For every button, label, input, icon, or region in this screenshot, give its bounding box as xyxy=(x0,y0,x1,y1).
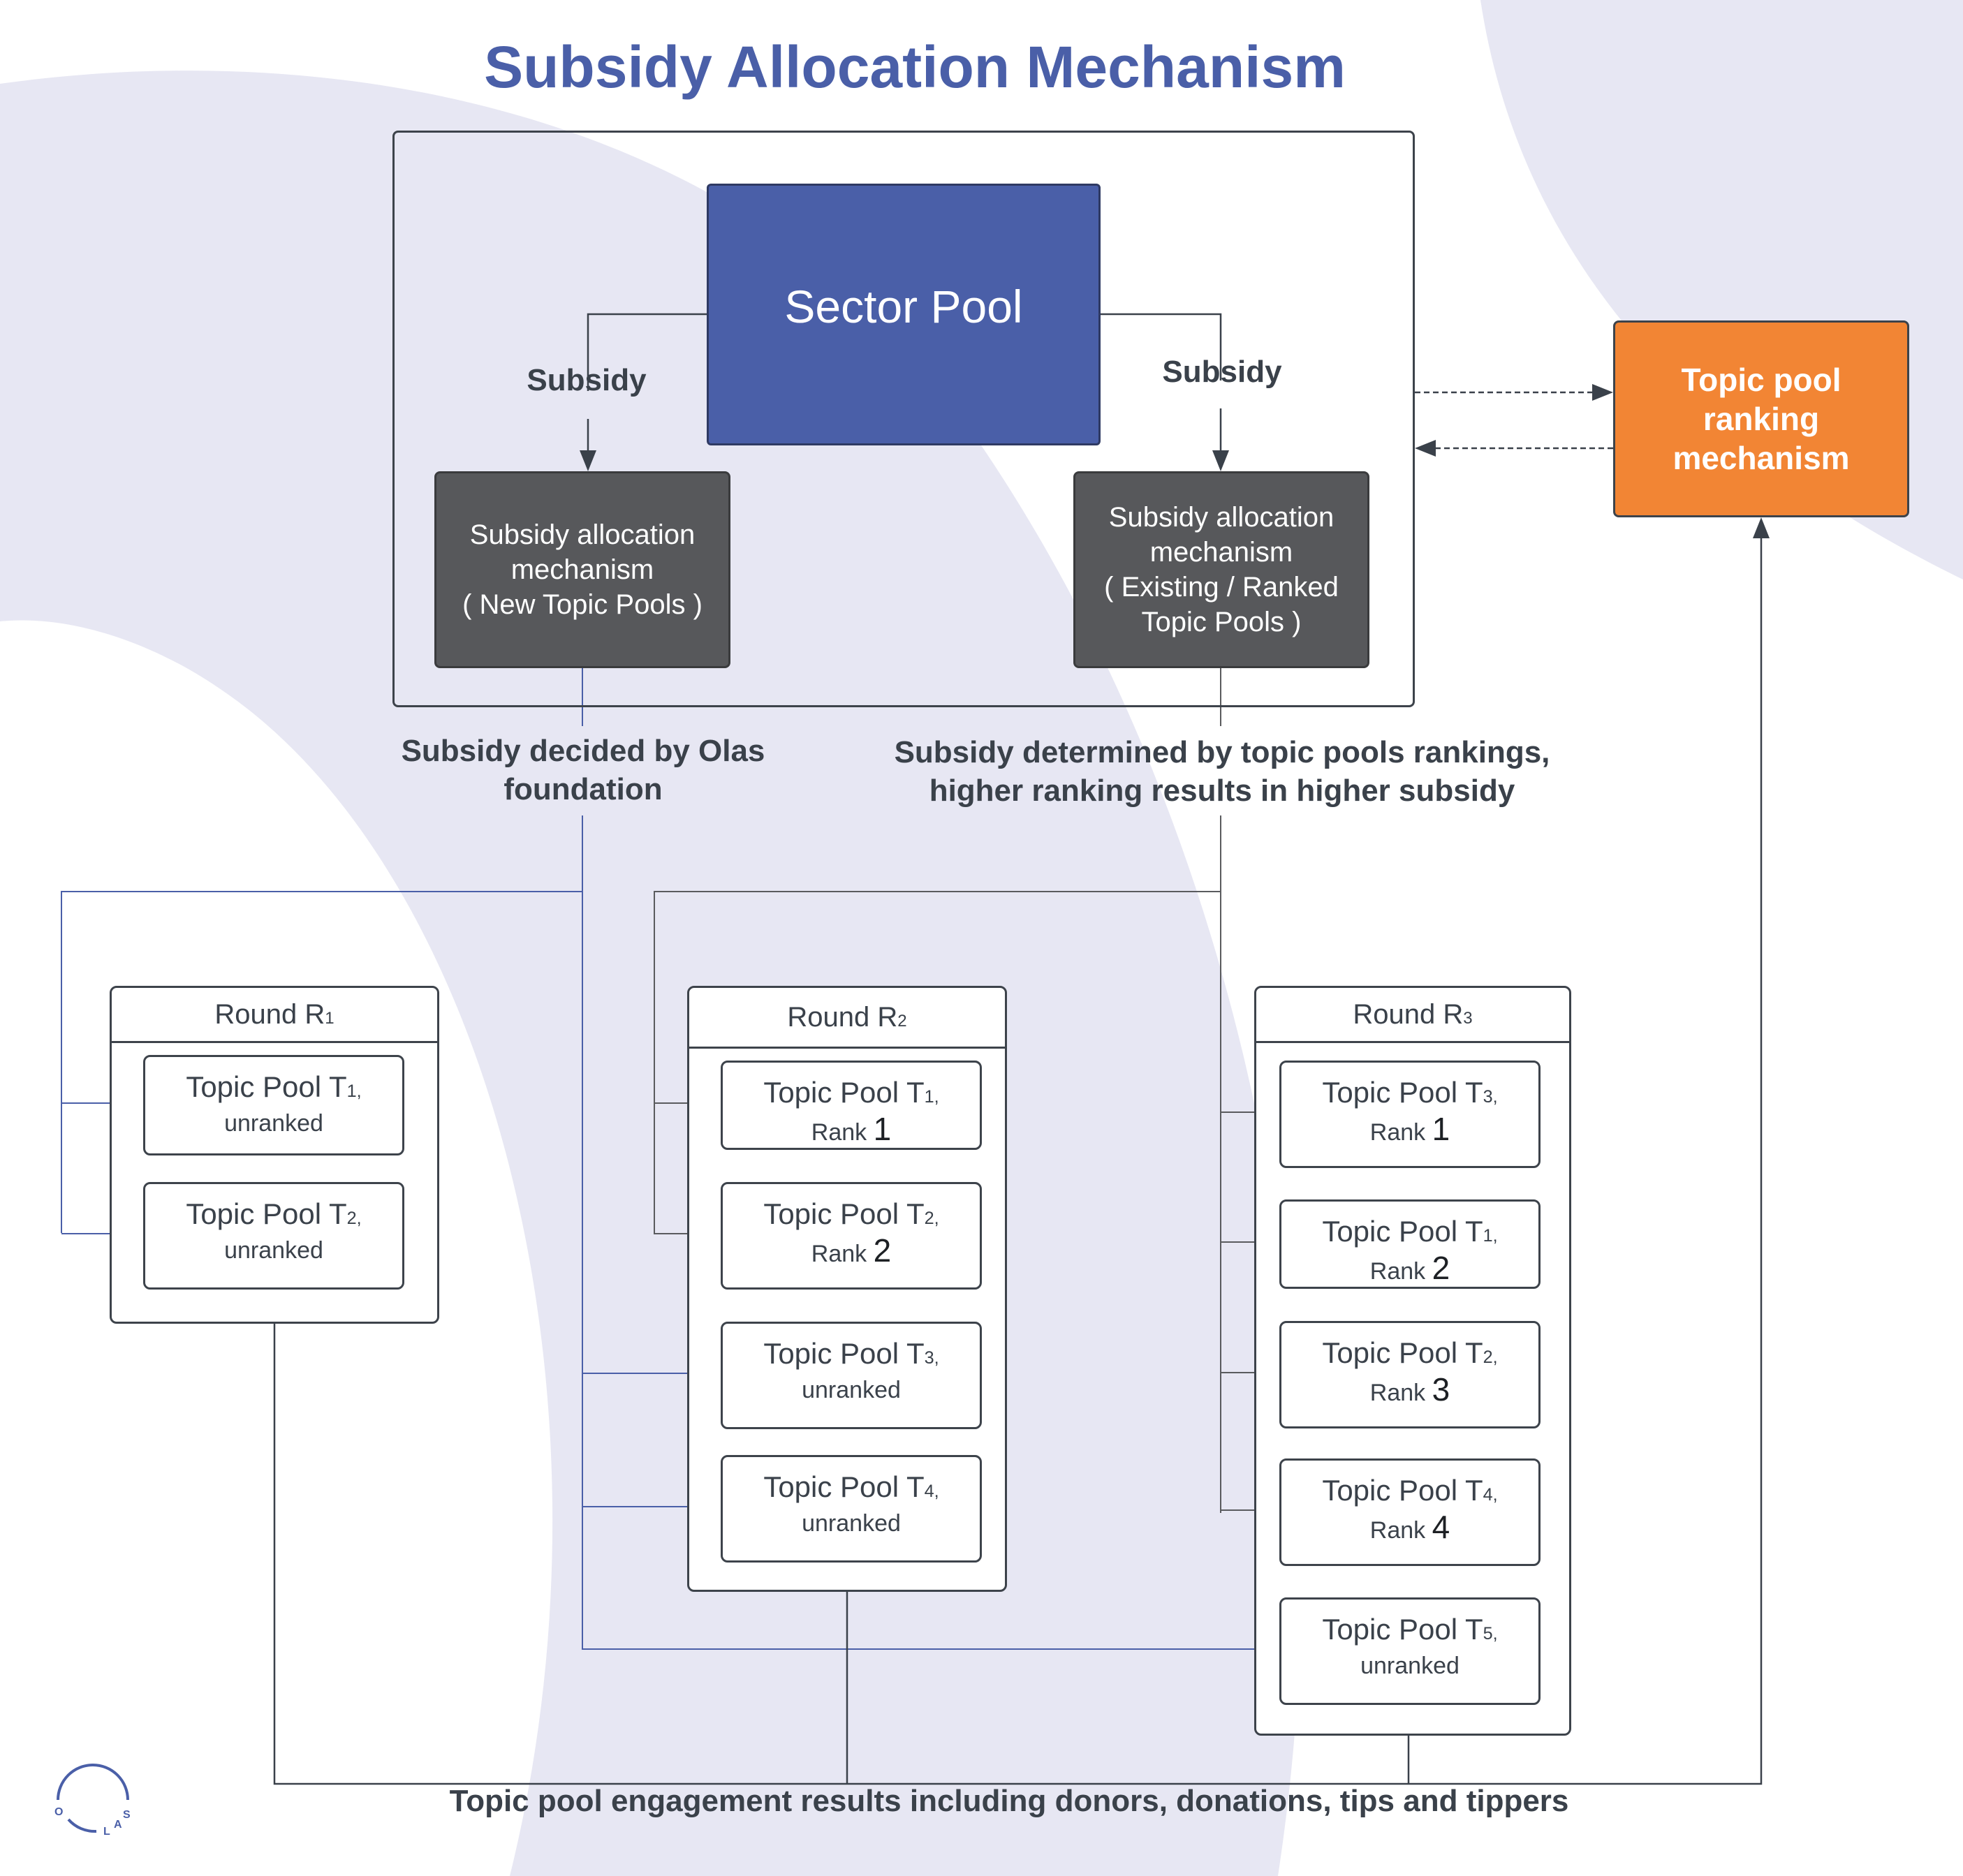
round-label: Round R xyxy=(787,1002,898,1033)
subsidy-edge-label-right: Subsidy xyxy=(1162,355,1282,389)
mechanism-ranked-line: mechanism xyxy=(1149,537,1293,568)
topic-pool-rank: Rank 2 xyxy=(811,1232,892,1269)
topic-pool-card[interactable]: Topic Pool T1,Rank 2 xyxy=(1279,1199,1541,1289)
topic-pool-card[interactable]: Topic Pool T1, unranked xyxy=(143,1055,404,1155)
topic-pool-name: Topic Pool T1, xyxy=(186,1070,362,1103)
mechanism-new-line: mechanism xyxy=(510,554,654,585)
topic-pool-card[interactable]: Topic Pool T2,Rank 3 xyxy=(1279,1321,1541,1428)
round-label: Round R xyxy=(214,999,325,1030)
topic-pool-rank: Rank 1 xyxy=(1369,1111,1450,1147)
topic-pool-card[interactable]: Topic Pool T5, unranked xyxy=(1279,1597,1541,1705)
topic-pool-name: Topic Pool T4, xyxy=(1322,1474,1498,1507)
mechanism-new-topic-pools[interactable]: Subsidy allocation mechanism ( New Topic… xyxy=(434,471,730,668)
page-title: Subsidy Allocation Mechanism xyxy=(484,34,1346,100)
rank-number: 2 xyxy=(1432,1250,1450,1286)
rank-number: 1 xyxy=(1432,1111,1450,1147)
engagement-results-label: Topic pool engagement results including … xyxy=(449,1784,1569,1818)
mechanism-ranked-line: ( Existing / Ranked xyxy=(1104,572,1339,603)
rank-number: 2 xyxy=(873,1232,892,1269)
mechanism-ranked-line: Subsidy allocation xyxy=(1108,502,1335,533)
topic-pool-card[interactable]: Topic Pool T2,Rank 2 xyxy=(721,1182,982,1290)
rank-number: 1 xyxy=(873,1111,892,1147)
topic-pool-name: Topic Pool T1, xyxy=(763,1076,939,1109)
topic-pool-name: Topic Pool T3, xyxy=(1322,1076,1498,1109)
round-subscript: 3 xyxy=(1463,1009,1473,1028)
topic-pool-name: Topic Pool T2, xyxy=(1322,1336,1498,1369)
topic-pool-card[interactable]: Topic Pool T2, unranked xyxy=(143,1182,404,1290)
topic-pool-status: unranked xyxy=(802,1510,901,1537)
topic-pool-status: unranked xyxy=(802,1377,901,1403)
topic-pool-card[interactable]: Topic Pool T3, unranked xyxy=(721,1322,982,1429)
mechanism-ranked-topic-pools[interactable]: Subsidy allocation mechanism ( Existing … xyxy=(1073,471,1369,668)
topic-pool-card[interactable]: Topic Pool T4, unranked xyxy=(721,1455,982,1563)
topic-pool-name: Topic Pool T4, xyxy=(763,1470,939,1503)
round-title: Round R1 xyxy=(112,988,437,1043)
topic-pool-card[interactable]: Topic Pool T1,Rank 1 xyxy=(721,1061,982,1150)
round-subscript: 2 xyxy=(897,1012,907,1031)
logo-letter: A xyxy=(114,1819,122,1831)
topic-pool-rank: Rank 3 xyxy=(1369,1371,1450,1408)
topic-pool-status: unranked xyxy=(224,1237,323,1264)
round-title: Round R3 xyxy=(1256,988,1569,1043)
topic-pool-name: Topic Pool T3, xyxy=(763,1337,939,1370)
note-line: Subsidy decided by Olas xyxy=(401,734,765,768)
ranking-line: mechanism xyxy=(1672,440,1850,476)
mechanism-new-line: ( New Topic Pools ) xyxy=(462,589,703,620)
note-olas-foundation: Subsidy decided by Olas foundation xyxy=(377,732,789,808)
note-line: foundation xyxy=(503,772,663,806)
topic-pool-name: Topic Pool T2, xyxy=(186,1197,362,1230)
olas-logo-icon: O L A S xyxy=(54,1764,131,1838)
topic-pool-rank: Rank 4 xyxy=(1369,1509,1450,1545)
round-subscript: 1 xyxy=(325,1009,334,1028)
rank-number: 3 xyxy=(1432,1371,1450,1408)
topic-pool-status: unranked xyxy=(1360,1653,1460,1679)
topic-pool-rank: Rank 2 xyxy=(1369,1250,1450,1286)
logo-letter: O xyxy=(54,1806,63,1818)
subsidy-edge-label-left: Subsidy xyxy=(527,363,647,397)
mechanism-ranked-line: Topic Pools ) xyxy=(1141,607,1302,637)
logo-letter: L xyxy=(103,1826,110,1838)
round-title: Round R2 xyxy=(689,988,1005,1049)
topic-pool-card[interactable]: Topic Pool T4,Rank 4 xyxy=(1279,1458,1541,1566)
topic-pool-name: Topic Pool T5, xyxy=(1322,1613,1498,1646)
ranking-line: ranking xyxy=(1703,401,1820,437)
ranking-line: Topic pool xyxy=(1681,362,1841,398)
topic-pool-card[interactable]: Topic Pool T3,Rank 1 xyxy=(1279,1061,1541,1168)
round-label: Round R xyxy=(1353,999,1464,1030)
note-ranking-subsidy: Subsidy determined by topic pools rankin… xyxy=(866,733,1578,810)
mechanism-new-line: Subsidy allocation xyxy=(469,519,696,550)
note-line: Subsidy determined by topic pools rankin… xyxy=(894,735,1550,769)
topic-pool-status: unranked xyxy=(224,1110,323,1137)
note-line: higher ranking results in higher subsidy xyxy=(929,774,1515,808)
topic-pool-rank: Rank 1 xyxy=(811,1111,892,1147)
rank-number: 4 xyxy=(1432,1509,1450,1545)
sector-frame xyxy=(392,131,1415,707)
sector-pool-box[interactable]: Sector Pool xyxy=(707,184,1101,445)
topic-pool-name: Topic Pool T1, xyxy=(1322,1215,1498,1248)
topic-pool-ranking-mechanism[interactable]: Topic pool ranking mechanism xyxy=(1613,320,1909,517)
logo-letter: S xyxy=(123,1809,131,1821)
topic-pool-name: Topic Pool T2, xyxy=(763,1197,939,1230)
